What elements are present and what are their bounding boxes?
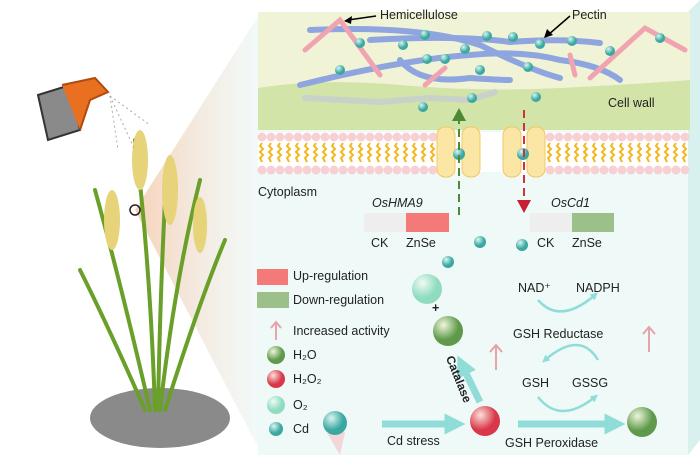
legend-down-swatch <box>257 292 289 308</box>
gsh-label: GSH <box>522 376 550 390</box>
cytoplasm-panel <box>258 130 688 455</box>
oscd1-ck-bar <box>530 213 572 232</box>
cell-wall-label: Cell wall <box>608 96 655 110</box>
gssg-label: GSSG <box>572 376 609 390</box>
oshma9-znse-bar <box>406 213 449 232</box>
cellulose-strand <box>302 89 498 106</box>
panel-side <box>688 0 700 455</box>
legend-increased-label: Increased activity <box>293 324 390 338</box>
cytoplasm-label: Cytoplasm <box>258 185 318 199</box>
ck-label: CK <box>371 236 389 250</box>
h2o-catalase-product <box>433 316 463 346</box>
label-arrows <box>344 15 571 38</box>
legend-down-label: Down-regulation <box>293 293 385 307</box>
ck-label: CK <box>537 236 555 250</box>
gsh-peroxidase-label: GSH Peroxidase <box>505 436 599 450</box>
rice-plant <box>78 130 230 448</box>
znse-label: ZnSe <box>406 236 436 250</box>
legend-h2o2-label: H₂O₂ <box>293 372 322 386</box>
nad-label: NAD⁺ <box>518 281 551 295</box>
increased-activity-arrows <box>270 320 656 370</box>
cd-ion-small <box>442 256 454 268</box>
pectin-label: Pectin <box>572 8 607 22</box>
cd-ions-wall <box>335 30 665 112</box>
oshma9-ck-bar <box>364 213 406 232</box>
legend-up-swatch <box>257 269 288 285</box>
hemicellulose-label: Hemicellulose <box>380 8 458 22</box>
legend-cd-icon <box>269 422 283 436</box>
cd-stress-label: Cd stress <box>387 434 440 448</box>
pathway-arrows <box>382 292 626 435</box>
cd-ion <box>323 411 347 435</box>
h2o-product <box>627 407 657 437</box>
hemicellulose-strands <box>302 16 688 88</box>
legend-o2-icon <box>267 396 285 414</box>
gsh-reductase-label: GSH Reductase <box>513 327 604 341</box>
oscd1-znse-bar <box>572 213 614 232</box>
plus-sign: + <box>432 301 440 315</box>
znse-label: ZnSe <box>572 236 602 250</box>
gene-name: OsHMA9 <box>372 196 423 210</box>
o2-molecule <box>412 274 442 304</box>
gene-name: OsCd1 <box>551 196 590 210</box>
legend-up-label: Up-regulation <box>293 269 369 283</box>
transporter-proteins <box>436 126 546 178</box>
legend-o2-label: O₂ <box>293 398 308 412</box>
legend-h2o-icon <box>267 346 285 364</box>
sprayer-icon <box>36 76 151 151</box>
legend-cd-label: Cd <box>293 422 309 436</box>
legend-h2o2-icon <box>267 370 285 388</box>
cell-wall-band <box>258 80 690 130</box>
h2o2-molecule <box>470 406 500 436</box>
nadph-label: NADPH <box>576 281 620 295</box>
legend-h2o-label: H₂O <box>293 348 317 362</box>
